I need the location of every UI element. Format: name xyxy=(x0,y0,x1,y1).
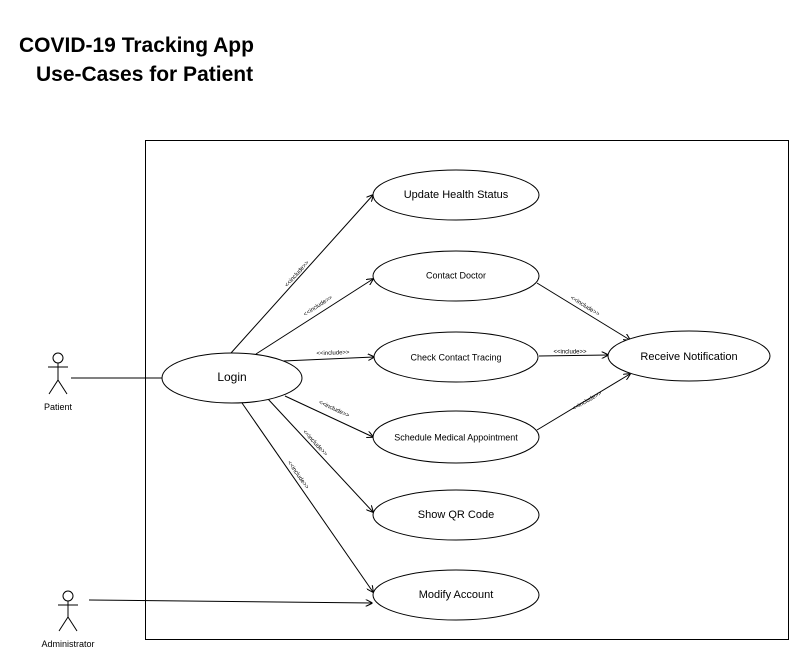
include-arrow-schedule-medical-appointment xyxy=(284,395,373,437)
include-arrow-contact-doctor xyxy=(255,279,373,355)
include-arrow-modify-account xyxy=(241,402,373,592)
use-case-modify-account[interactable]: Modify Account xyxy=(372,569,540,621)
use-case-contact-doctor-label: Contact Doctor xyxy=(426,270,486,280)
include-label-appointment-notification: <<include>> xyxy=(571,390,603,412)
system-boundary xyxy=(145,140,789,640)
use-case-modify-account-label: Modify Account xyxy=(419,589,494,601)
use-case-show-qr-code-label: Show QR Code xyxy=(418,509,494,521)
actor-patient-right-leg xyxy=(57,379,68,395)
use-case-receive-notification-label: Receive Notification xyxy=(640,351,737,363)
use-case-update-health-status[interactable]: Update Health Status xyxy=(372,169,540,221)
diagram-title-line1: COVID-19 Tracking App xyxy=(19,34,254,57)
use-case-check-contact-tracing[interactable]: Check Contact Tracing xyxy=(373,331,539,383)
include-label-show-qr-code: <<include>> xyxy=(301,429,328,458)
include-arrow-check-contact-tracing xyxy=(282,357,374,362)
actor-administrator-head xyxy=(62,590,74,602)
actor-administrator[interactable] xyxy=(58,590,78,632)
actor-administrator-left-leg xyxy=(58,616,69,632)
include-arrow-show-qr-code xyxy=(267,398,373,512)
include-arrow-update-health-status xyxy=(230,195,373,354)
use-case-login-label: Login xyxy=(217,370,246,384)
use-case-update-health-status-label: Update Health Status xyxy=(404,189,509,201)
use-case-receive-notification[interactable]: Receive Notification xyxy=(607,330,771,382)
use-case-check-contact-tracing-label: Check Contact Tracing xyxy=(410,352,501,362)
use-case-login[interactable]: Login xyxy=(161,352,303,404)
actor-patient-label: Patient xyxy=(44,402,73,412)
actor-patient-left-leg xyxy=(48,379,59,395)
use-case-contact-doctor[interactable]: Contact Doctor xyxy=(372,250,540,302)
include-label-contact-doctor-notification: <<include>> xyxy=(569,295,601,318)
include-label-check-contact-tracing: <<include>> xyxy=(316,350,350,357)
actor-administrator-right-leg xyxy=(67,616,78,632)
actor-patient[interactable] xyxy=(48,352,68,395)
use-case-show-qr-code[interactable]: Show QR Code xyxy=(372,489,540,541)
include-arrow-contact-doctor-notification xyxy=(536,282,630,340)
include-label-modify-account: <<include>> xyxy=(286,460,310,491)
use-case-schedule-medical-appointment[interactable]: Schedule Medical Appointment xyxy=(372,410,540,464)
administrator-modify-account-association xyxy=(88,600,372,603)
actor-patient-head xyxy=(52,352,64,364)
actor-administrator-label: Administrator xyxy=(41,639,94,649)
include-label-contact-tracing-notification: <<include>> xyxy=(553,350,587,356)
use-case-schedule-medical-appointment-label: Schedule Medical Appointment xyxy=(394,432,518,442)
include-label-schedule-medical-appointment: <<include>> xyxy=(318,400,351,420)
include-arrow-appointment-notification xyxy=(536,374,630,431)
include-arrow-contact-tracing-notification xyxy=(538,355,608,356)
include-label-update-health-status: <<include>> xyxy=(284,260,311,289)
diagram-title-line2: Use-Cases for Patient xyxy=(36,63,254,86)
